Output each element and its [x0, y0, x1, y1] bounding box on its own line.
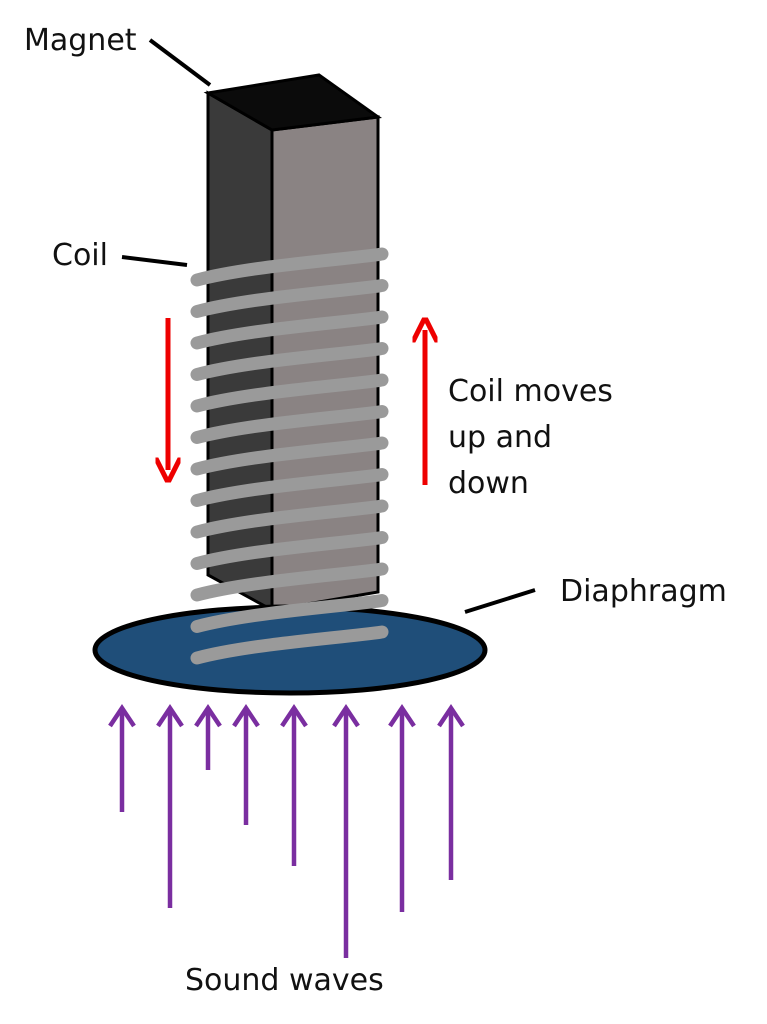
sound-wave-arrow	[194, 703, 222, 770]
coil-turn	[190, 594, 389, 633]
magnet-top-face	[203, 73, 383, 132]
coil-moves-label-line-1: Coil moves	[448, 374, 613, 409]
coil-turn	[190, 279, 389, 318]
sound-wave-arrow	[108, 703, 136, 812]
diaphragm-label: Diaphragm	[560, 574, 727, 609]
sound-wave-arrow	[437, 703, 465, 880]
sound-wave-arrow	[232, 703, 260, 825]
sound-waves-label: Sound waves	[185, 963, 384, 998]
coil-turn	[190, 342, 389, 381]
coil	[190, 247, 389, 665]
magnet-label: Magnet	[24, 23, 137, 58]
sound-wave-arrow	[388, 703, 416, 912]
coil-turn	[190, 373, 389, 413]
coil-turn	[190, 405, 389, 444]
coil-turn	[190, 247, 389, 287]
coil-moves-label-line-2: up and	[448, 420, 552, 455]
sound-wave-arrow	[156, 703, 184, 908]
coil-turn	[190, 499, 389, 539]
coil-turn	[190, 531, 389, 570]
magnet-leader-line	[148, 38, 212, 87]
coil-turn	[190, 562, 389, 602]
coil-turn	[190, 436, 389, 476]
coil-moves-label-line-3: down	[448, 466, 529, 501]
diaphragm-leader-line	[464, 588, 536, 614]
sound-wave-arrow	[332, 703, 360, 958]
coil-turn	[190, 625, 389, 665]
coil-turn	[190, 310, 389, 350]
coil-label: Coil	[52, 238, 108, 273]
coil-leader-line	[121, 255, 188, 267]
sound-wave-arrow	[280, 703, 308, 866]
sound-wave-arrows	[108, 703, 465, 958]
coil-turn	[190, 468, 389, 507]
diaphragm	[92, 604, 488, 696]
